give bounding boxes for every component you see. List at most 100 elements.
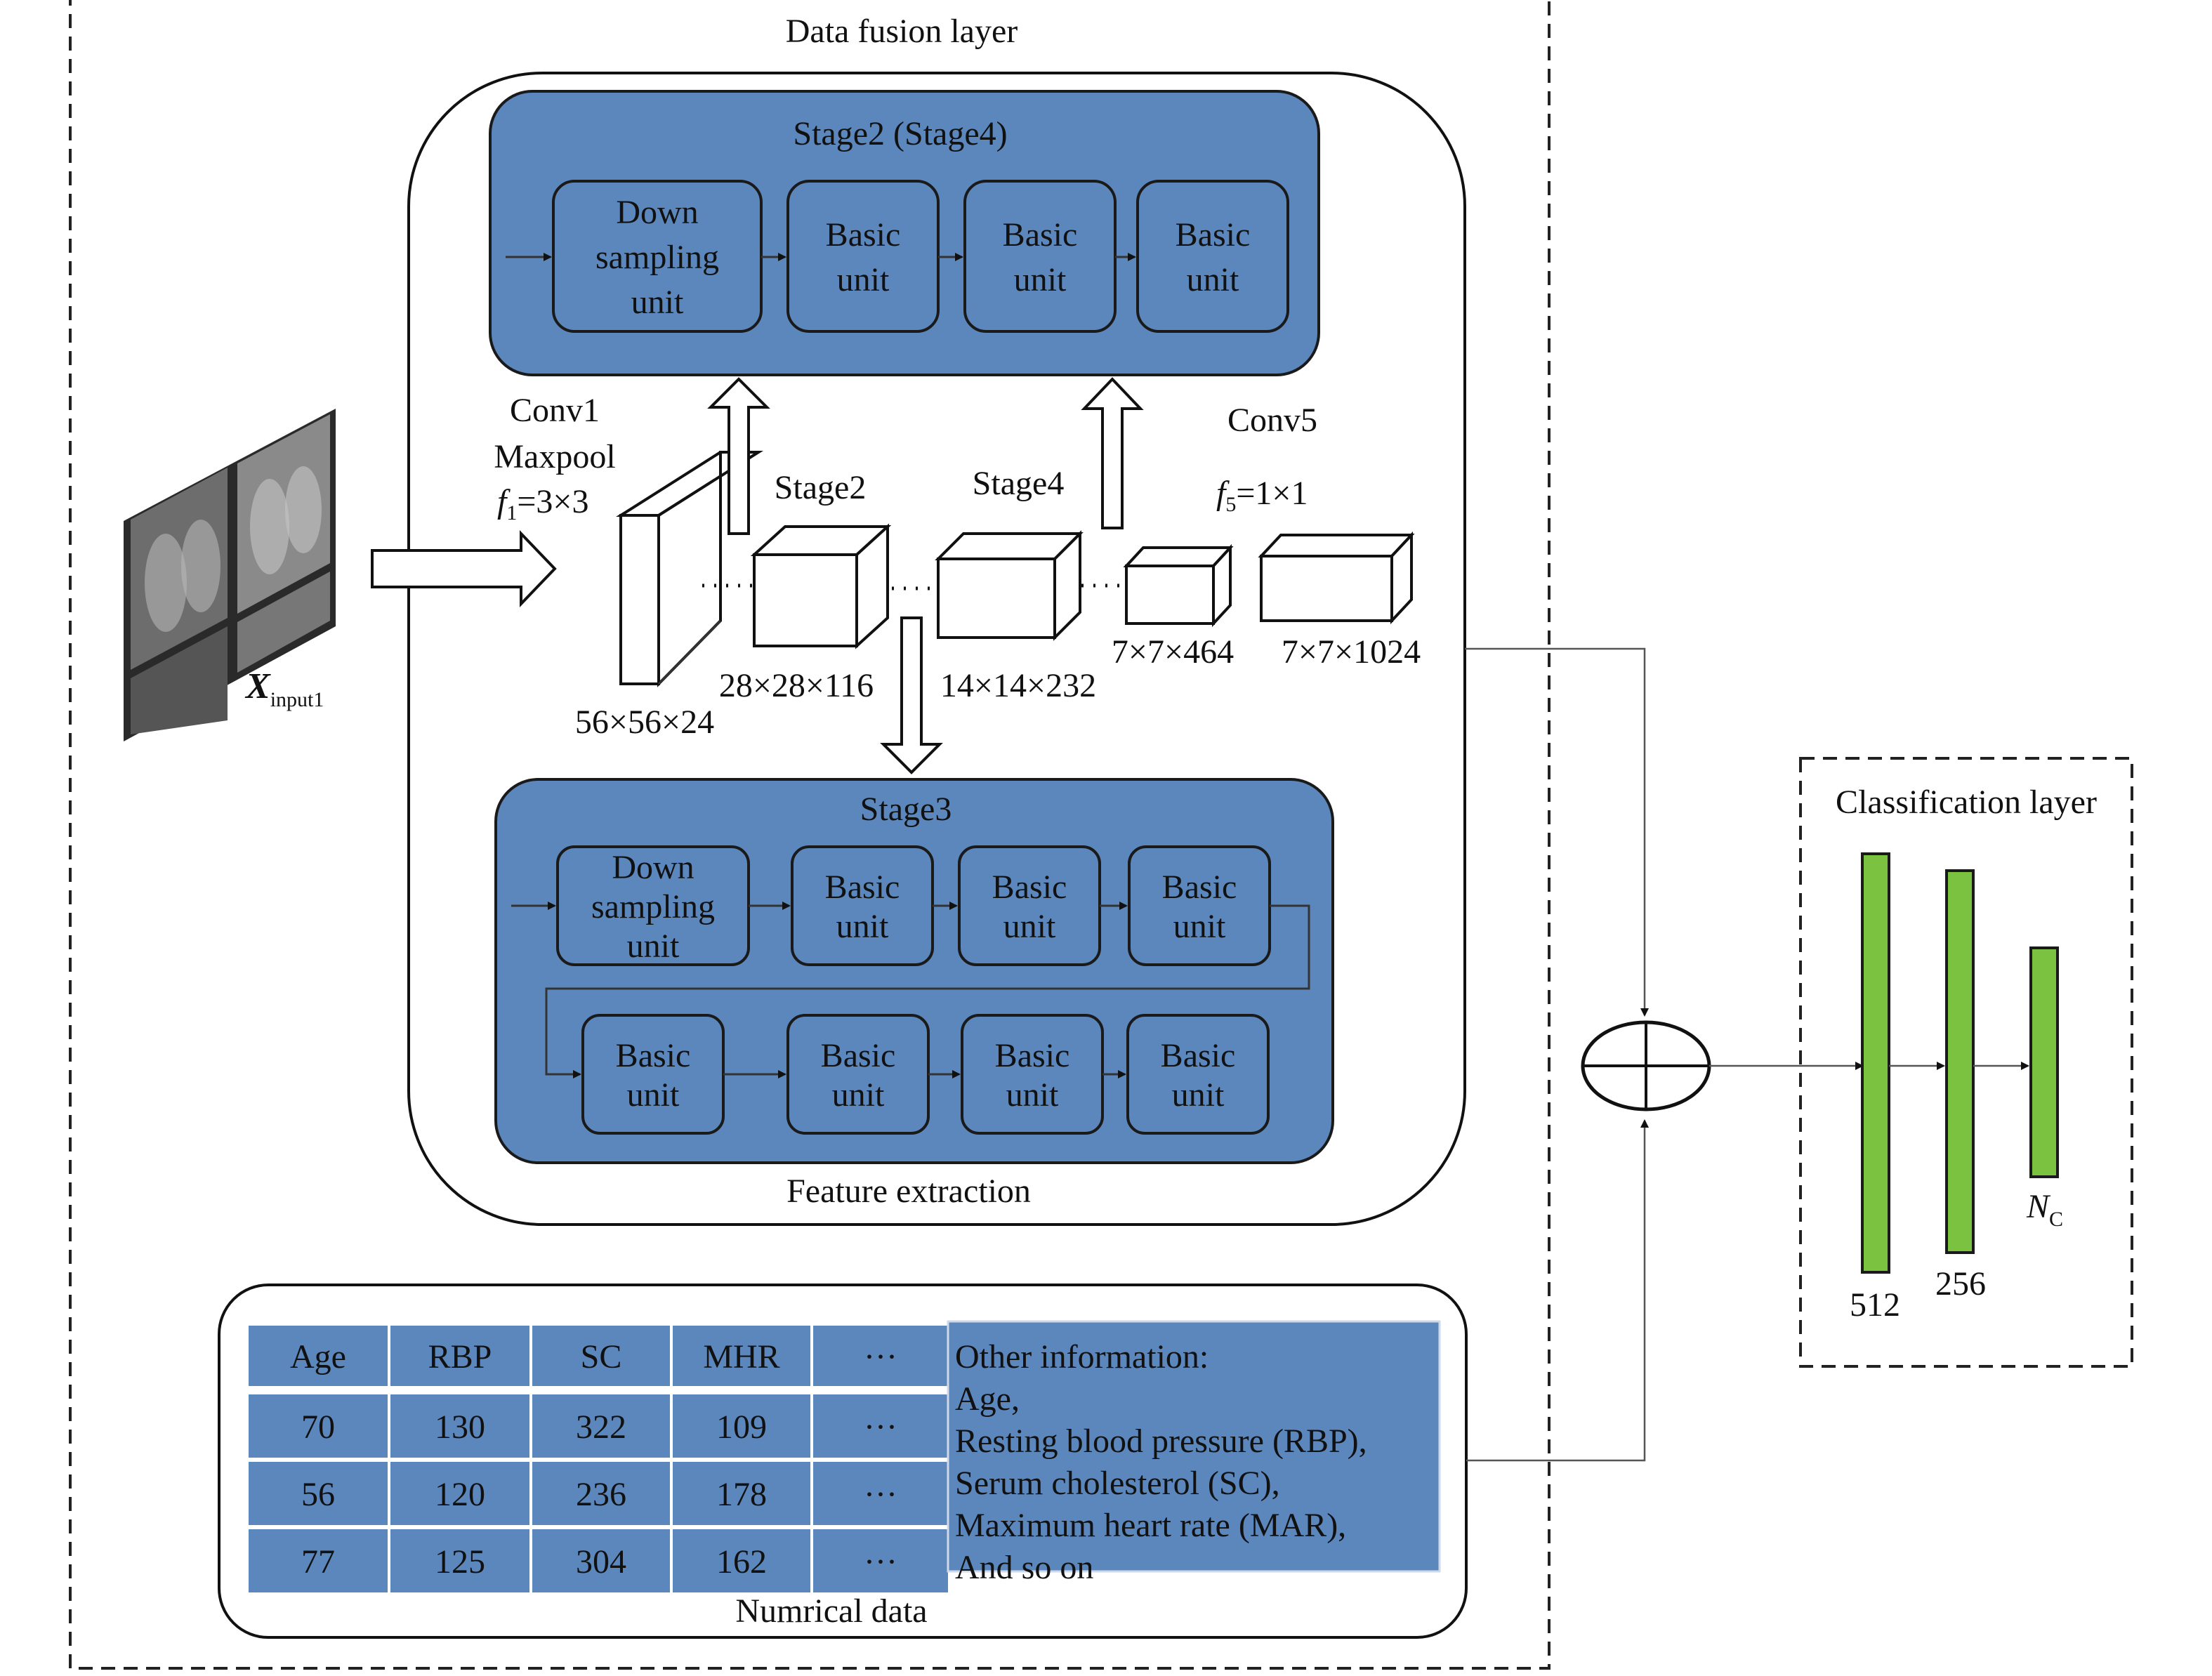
table-cell: 70	[301, 1408, 335, 1446]
other-info-line: And so on	[955, 1549, 1093, 1586]
table-header-cell: Age	[290, 1338, 346, 1375]
stage4-label: Stage4	[973, 465, 1065, 502]
table-header-cell-bg	[673, 1326, 810, 1386]
stage2-up-arrow	[707, 377, 770, 535]
table-cell-bg	[673, 1394, 810, 1458]
stage2-block	[750, 523, 892, 649]
table-header-cell: SC	[581, 1338, 622, 1375]
stage-top-unit-3	[1136, 180, 1289, 333]
stage5-size: 7×7×464	[1112, 633, 1234, 671]
input-arrow	[371, 530, 557, 607]
other-info-line: Maximum heart rate (MAR),	[955, 1507, 1346, 1544]
stage2-size: 28×28×116	[719, 667, 874, 704]
table-cell-bg	[249, 1394, 388, 1458]
stage3-row2-unit-3	[1126, 1014, 1270, 1135]
table-cell: 322	[576, 1408, 626, 1446]
feature-extraction-label: Feature extraction	[786, 1173, 1031, 1210]
numerical-data-label: Numrical data	[735, 1592, 927, 1630]
other-info-line: Serum cholesterol (SC),	[955, 1465, 1280, 1502]
stage-top-unit-1	[786, 180, 940, 333]
stage3-row1-unit-2	[958, 845, 1101, 966]
data-fusion-layer-border	[69, 0, 1551, 1670]
table-header-cell: RBP	[428, 1338, 492, 1375]
conv5-size: 7×7×1024	[1282, 633, 1421, 671]
input-label: Xinput1	[244, 666, 324, 711]
table-cell-bg	[813, 1529, 948, 1592]
stage2-stage4-title: Stage2 (Stage4)	[793, 115, 1007, 152]
table-header-cell: MHR	[703, 1338, 779, 1375]
other-info-line: Age,	[955, 1380, 1020, 1418]
table-cell: 77	[301, 1543, 335, 1581]
image-feature-connector	[1465, 647, 1649, 1017]
table-header-cell-bg	[813, 1326, 948, 1386]
table-cell: ···	[864, 1476, 897, 1513]
fc-512-label: 512	[1850, 1286, 1900, 1324]
maxpool-label: Maxpool	[494, 438, 615, 475]
conv5-block	[1258, 531, 1415, 625]
fusion-node	[1581, 1020, 1711, 1111]
table-cell-bg	[390, 1529, 529, 1592]
table-cell-bg	[673, 1462, 810, 1525]
fc-layer-output	[2029, 946, 2059, 1178]
conv1-label: Conv1	[510, 392, 600, 429]
table-cell: 125	[435, 1543, 485, 1581]
stage4-up-arrow	[1081, 377, 1144, 529]
table-cell: 236	[576, 1476, 626, 1513]
stage3-row2-unit-1	[786, 1014, 930, 1135]
classification-layer-border	[1799, 757, 2133, 1368]
classification-layer-title: Classification layer	[1836, 784, 2097, 821]
table-cell: 109	[716, 1408, 767, 1446]
table-header-cell-bg	[532, 1326, 670, 1386]
stage3-wrap-connector	[545, 904, 1310, 1078]
other-info-box	[947, 1320, 1441, 1573]
stage3-row1-unit-3	[1128, 845, 1271, 966]
stage2-label: Stage2	[775, 469, 867, 506]
table-cell-bg	[249, 1462, 388, 1525]
stage4-block	[935, 530, 1084, 641]
table-cell: ···	[864, 1543, 897, 1581]
fc-256-label: 256	[1935, 1265, 1986, 1302]
stage3-down-arrow	[880, 616, 943, 774]
table-cell: 162	[716, 1543, 767, 1581]
table-cell: 120	[435, 1476, 485, 1513]
table-cell-bg	[249, 1529, 388, 1592]
stage4-size: 14×14×232	[940, 667, 1096, 704]
other-info-line: Other information:	[955, 1338, 1209, 1375]
table-cell: ···	[864, 1408, 897, 1446]
table-cell-bg	[390, 1462, 529, 1525]
table-cell-bg	[390, 1394, 529, 1458]
table-cell-bg	[813, 1462, 948, 1525]
stage3-row1-unit-1	[791, 845, 934, 966]
stage3-row2-unit-0	[581, 1014, 725, 1135]
stage5-block	[1123, 543, 1234, 628]
table-cell-bg	[673, 1529, 810, 1592]
conv5-kernel: f5=1×1	[1216, 475, 1308, 516]
other-info-text: Other information:Age,Resting blood pres…	[955, 1338, 1367, 1586]
xray-input-image	[124, 409, 336, 741]
data-fusion-layer-title: Data fusion layer	[786, 13, 1018, 50]
fc-layer-256	[1945, 869, 1975, 1254]
table-cell: 56	[301, 1476, 335, 1513]
stage-top-unit-2	[963, 180, 1117, 333]
table-cell-bg	[532, 1394, 670, 1458]
table-header-cell-bg	[390, 1326, 529, 1386]
table-cell: 304	[576, 1543, 626, 1581]
table-header-cell-bg	[249, 1326, 388, 1386]
table-cell-bg	[532, 1462, 670, 1525]
stage3-title: Stage3	[860, 791, 952, 828]
